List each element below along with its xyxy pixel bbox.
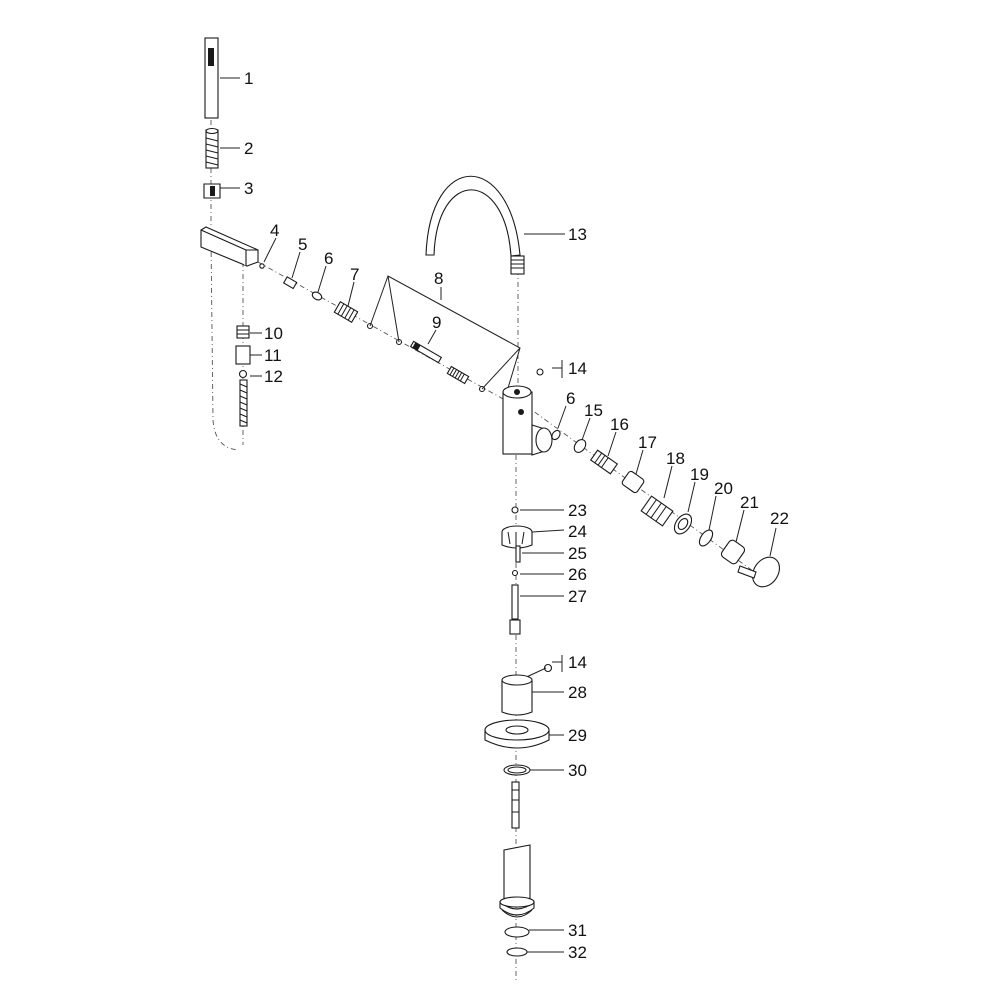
connector-pin	[511, 781, 520, 829]
base-parts	[484, 506, 553, 957]
swivel-spout	[425, 175, 525, 275]
callout-labels: 1 2 3 4 5 6 7 8 9 10 11 12 13 14 6 15 16…	[244, 69, 789, 962]
callout-16: 16	[610, 415, 629, 434]
mounting-shank	[499, 844, 535, 918]
leader-lines	[220, 77, 777, 953]
callout-8: 8	[434, 269, 443, 288]
callout-14: 14	[568, 359, 587, 378]
threaded-rod	[515, 545, 521, 563]
callout-22: 22	[770, 509, 789, 528]
callout-14-lower: 14	[568, 653, 587, 672]
base-seal	[503, 764, 531, 776]
callout-11: 11	[264, 346, 282, 365]
callout-12: 12	[264, 367, 283, 386]
diverter-parts	[259, 263, 521, 399]
callout-26: 26	[568, 565, 587, 584]
callout-19: 19	[690, 465, 709, 484]
cartridge-parts	[551, 429, 780, 588]
callout-6: 6	[324, 249, 333, 268]
callout-23: 23	[568, 501, 587, 520]
callout-20: 20	[714, 479, 733, 498]
callout-27: 27	[568, 587, 587, 606]
shower-holder-clip	[203, 183, 221, 199]
callout-21: 21	[740, 493, 759, 512]
callout-31: 31	[568, 921, 587, 940]
base-nut-ring	[506, 947, 528, 957]
callout-25: 25	[568, 544, 587, 563]
shower-bracket	[200, 226, 259, 267]
callout-18: 18	[666, 449, 685, 468]
callout-24: 24	[568, 522, 587, 541]
callout-29: 29	[568, 726, 587, 745]
cartridge-nut	[501, 525, 533, 549]
fixing-rod	[509, 584, 521, 635]
callout-6-lower: 6	[566, 389, 575, 408]
rosette	[484, 719, 550, 749]
base-washer	[504, 926, 530, 938]
callout-15: 15	[584, 401, 603, 420]
callout-17: 17	[638, 433, 657, 452]
base-sleeve	[501, 674, 533, 716]
callout-9: 9	[432, 313, 441, 332]
hose-nut	[236, 325, 250, 339]
hose	[238, 369, 248, 427]
callout-30: 30	[568, 761, 587, 780]
callout-3: 3	[244, 179, 253, 198]
mixer-body	[502, 368, 553, 456]
callout-1: 1	[244, 69, 253, 88]
callout-4: 4	[270, 221, 279, 240]
callout-28: 28	[568, 683, 587, 702]
shower-connector	[205, 127, 219, 169]
callout-5: 5	[298, 235, 307, 254]
callout-13: 13	[568, 225, 587, 244]
callout-10: 10	[264, 324, 283, 343]
hose-sleeve	[235, 345, 251, 365]
callout-7: 7	[350, 265, 359, 284]
lever-handle	[737, 556, 780, 588]
callout-32: 32	[568, 943, 587, 962]
callout-2: 2	[244, 139, 253, 158]
hand-shower	[204, 37, 219, 119]
